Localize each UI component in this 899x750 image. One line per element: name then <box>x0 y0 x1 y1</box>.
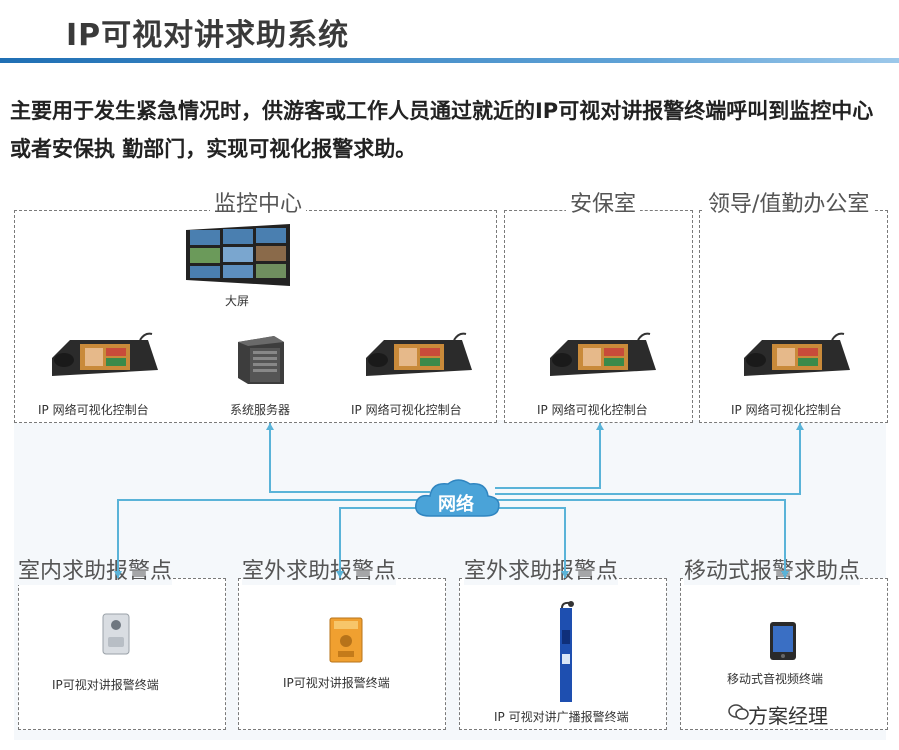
mobile-terminal-icon <box>770 622 796 660</box>
mobile-terminal-label: 移动式音视频终端 <box>727 672 824 686</box>
indoor-terminal-label: IP可视对讲报警终端 <box>52 678 159 692</box>
page-title: IP可视对讲求助系统 <box>66 18 350 53</box>
server-label: 系统服务器 <box>230 403 291 417</box>
broadcast-terminal-label: IP 可视对讲广播报警终端 <box>494 710 629 724</box>
zone-title-monitor-center: 监控中心 <box>210 186 307 218</box>
zone-title-mobile: 移动式报警求助点 <box>684 553 861 585</box>
console-label-4: IP 网络可视化控制台 <box>731 403 842 417</box>
zone-title-indoor: 室内求助报警点 <box>18 553 173 585</box>
watermark-text: 方案经理 <box>748 704 828 728</box>
console-label-2: IP 网络可视化控制台 <box>351 403 462 417</box>
video-wall-icon <box>186 224 290 286</box>
network-cloud-icon <box>415 479 500 517</box>
outdoor-terminal-icon <box>329 617 363 663</box>
console-icon <box>366 332 472 376</box>
zone-security-room <box>504 210 693 423</box>
zone-title-outdoor-2: 室外求助报警点 <box>464 553 619 585</box>
zone-title-security-room: 安保室 <box>566 186 641 218</box>
indoor-terminal-icon <box>102 613 130 655</box>
wechat-icon <box>728 704 749 720</box>
console-icon <box>52 332 158 376</box>
server-icon <box>238 336 284 384</box>
zone-title-leader-office: 领导/值勤办公室 <box>704 186 874 218</box>
broadcast-pole-icon <box>560 601 574 702</box>
console-icon <box>744 332 850 376</box>
title-underline <box>0 58 899 63</box>
outdoor-terminal-label: IP可视对讲报警终端 <box>283 676 390 690</box>
intro-text: 主要用于发生紧急情况时，供游客或工作人员通过就近的IP可视对讲报警终端呼叫到监控… <box>10 99 874 161</box>
console-icon <box>550 332 656 376</box>
zone-title-outdoor-1: 室外求助报警点 <box>242 553 397 585</box>
zone-leader-office <box>699 210 888 423</box>
big-screen-label: 大屏 <box>225 294 250 308</box>
network-label: 网络 <box>438 494 474 515</box>
console-label-3: IP 网络可视化控制台 <box>537 403 648 417</box>
console-label-1: IP 网络可视化控制台 <box>38 403 149 417</box>
